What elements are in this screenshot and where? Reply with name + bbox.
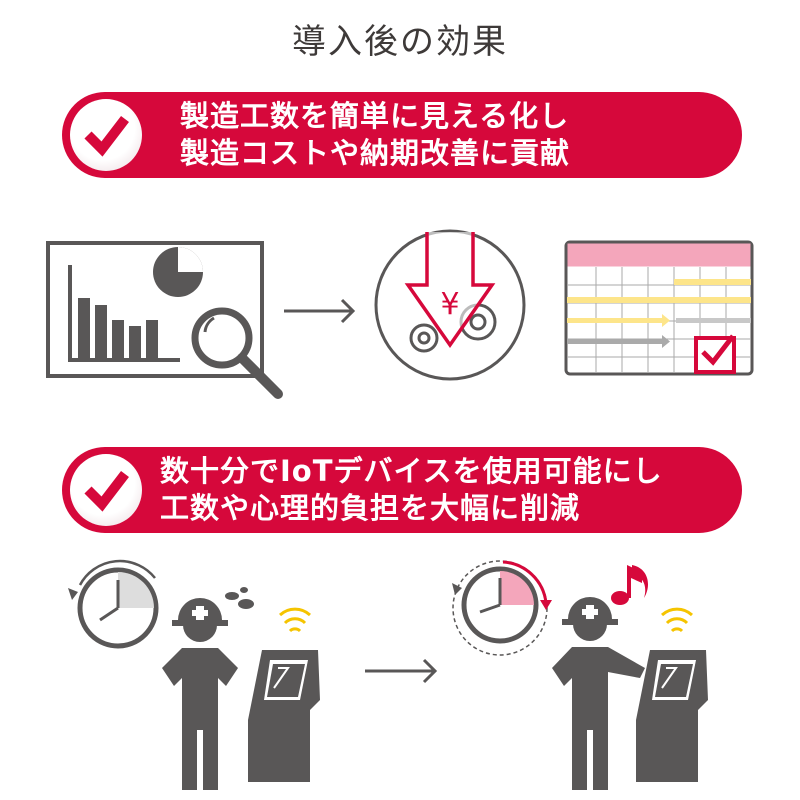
music-note-icon (611, 565, 648, 605)
schedule-table-icon (564, 240, 754, 376)
worker-operating-icon (552, 597, 645, 790)
benefit-2-line-2: 工数や心理的負担を大幅に削減 (160, 491, 581, 525)
check-icon (70, 454, 142, 526)
reduced-time-clock-icon (452, 560, 552, 656)
benefit-1-line-2: 製造コストや納期改善に貢献 (180, 136, 571, 170)
cost-reduction-icon: ¥ (374, 229, 526, 381)
page-title: 導入後の効果 (292, 22, 508, 62)
iot-kiosk-icon (636, 650, 708, 782)
arrow-right-icon (365, 658, 438, 684)
yen-symbol: ¥ (440, 287, 459, 322)
worker-icon (162, 598, 238, 790)
wifi-icon (278, 607, 312, 633)
benefit-banner-2: 数十分でIoTデバイスを使用可能にし 工数や心理的負担を大幅に削減 (62, 447, 742, 533)
wifi-icon (660, 607, 694, 633)
benefit-banner-1: 製造工数を簡単に見える化し 製造コストや納期改善に貢献 (62, 92, 742, 178)
clock-icon (68, 559, 159, 649)
arrow-right-icon (284, 298, 356, 324)
benefit-1-line-1: 製造工数を簡単に見える化し (180, 99, 570, 133)
sweat-icon (225, 587, 254, 609)
magnifier-icon (191, 307, 283, 399)
check-icon (70, 99, 142, 171)
iot-kiosk-icon (248, 650, 320, 782)
benefit-2-line-1: 数十分でIoTデバイスを使用可能にし (160, 454, 663, 488)
